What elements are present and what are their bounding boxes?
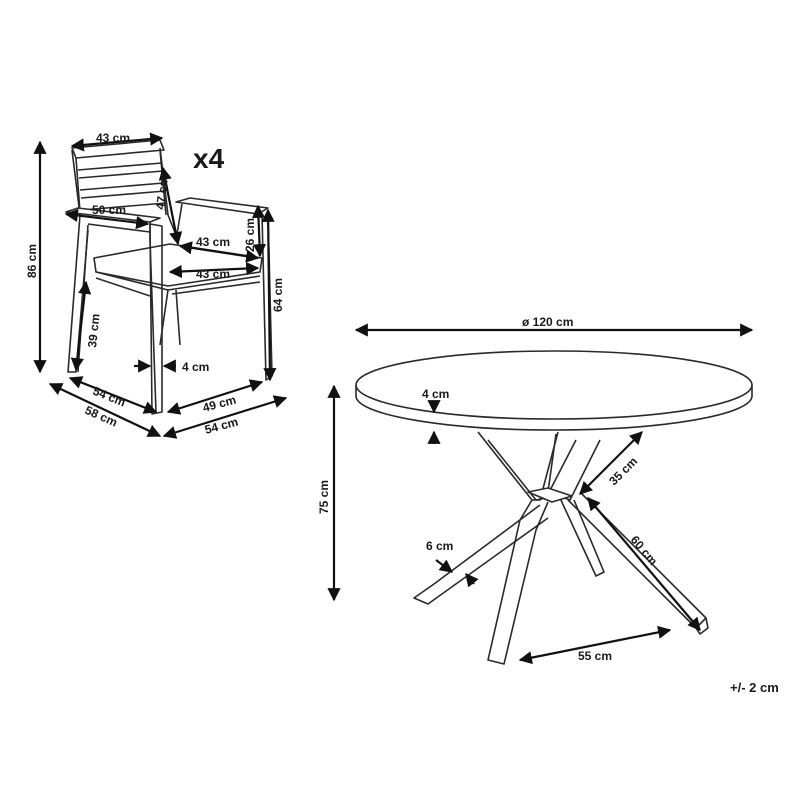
chair-arm-height-label: 26 cm	[243, 218, 257, 252]
table-foot-spread-label: 55 cm	[578, 649, 612, 663]
table-leg-upper-label: 35 cm	[606, 454, 640, 488]
chair-total-depth-label: 58 cm	[83, 403, 120, 430]
chair-seat-width-front-label: 43 cm	[196, 267, 230, 281]
chair-back-height-label: 47 cm	[153, 175, 171, 210]
table-top-thickness-label: 4 cm	[422, 387, 449, 401]
chair-back-width-label: 43 cm	[96, 131, 130, 145]
chair-quantity-label: x4	[193, 143, 225, 174]
chair-armrest-height-label: 64 cm	[271, 278, 285, 312]
chair-dimension-lines	[33, 132, 288, 439]
chair-seat-width-back-label: 43 cm	[196, 235, 230, 249]
table-drawing	[355, 350, 753, 665]
chair-seat-height-label: 39 cm	[85, 313, 102, 348]
chair-total-width-label: 54 cm	[203, 415, 239, 437]
table-dimension-lines	[327, 323, 754, 665]
table-leg-width-label: 6 cm	[426, 539, 453, 553]
tolerance-note: +/- 2 cm	[730, 680, 779, 695]
chair-seat-front-width-label: 49 cm	[201, 393, 237, 415]
table-diameter-label: ø 120 cm	[522, 315, 573, 329]
chair-total-height-label: 86 cm	[25, 244, 39, 278]
chair-arm-width-label: 50 cm	[92, 203, 126, 217]
table-height-label: 75 cm	[317, 480, 331, 514]
chair-leg-width-label: 4 cm	[182, 360, 209, 374]
